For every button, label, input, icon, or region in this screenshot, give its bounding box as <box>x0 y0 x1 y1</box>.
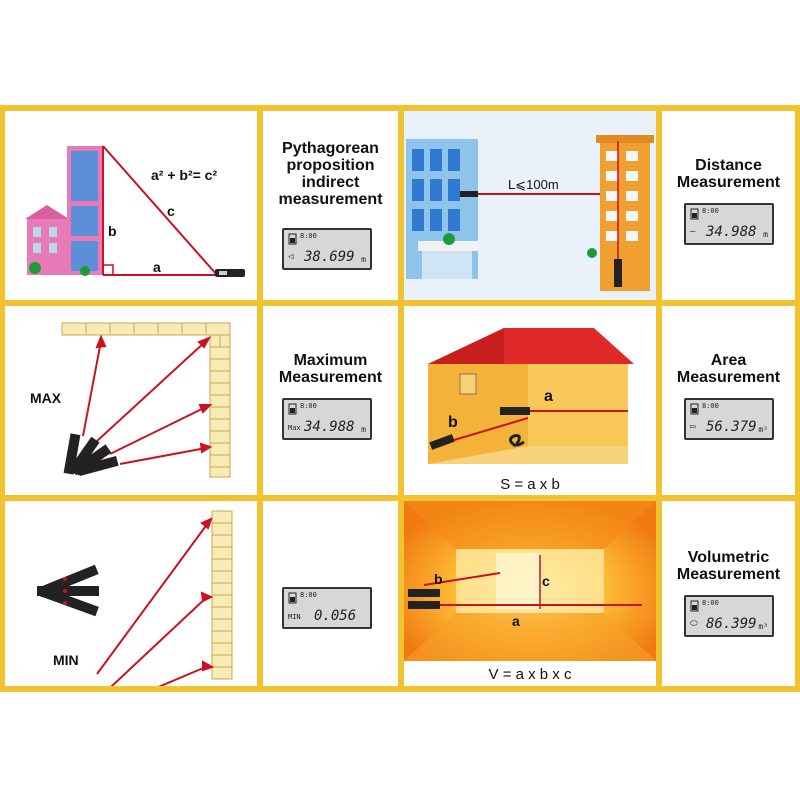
formula-label: S = a x b <box>500 476 560 493</box>
min-label: MIN <box>53 652 79 668</box>
battery-icon <box>288 592 297 604</box>
title-line-1: Distance <box>695 157 762 174</box>
lcd-value: 56.379 <box>706 419 757 435</box>
lcd-display: 8:00 — 34.988 m <box>684 203 774 245</box>
area-info: Area Measurement 8:00 ▭ 56.379 m² <box>662 306 795 495</box>
side-label-a: a <box>512 613 520 629</box>
title-line-2: proposition <box>286 157 375 174</box>
lcd-value: 86.399 <box>706 616 757 632</box>
lcd-unit: m <box>763 230 768 239</box>
battery-icon <box>690 403 699 415</box>
maximum-drawing <box>61 322 231 478</box>
lcd-mode: ▭ <box>690 422 696 432</box>
distance-drawing <box>404 111 656 300</box>
lcd-time: 8:00 <box>702 207 719 215</box>
area-drawing <box>428 328 634 464</box>
title-line-2: Measurement <box>278 369 383 386</box>
lcd-display: 8:00 ▭ 56.379 m² <box>684 398 774 440</box>
battery-icon <box>288 403 297 415</box>
range-label: L⩽100m <box>508 177 559 192</box>
side-label-b: b <box>108 223 117 239</box>
lcd-unit: m² <box>758 425 768 434</box>
title-line-2: Measurement <box>676 566 781 583</box>
lcd-value: 38.699 <box>304 249 355 265</box>
side-label-a: a <box>153 259 161 275</box>
title-line-4: measurement <box>278 191 383 208</box>
lcd-value: 34.988 <box>304 419 355 435</box>
minimum-drawing <box>37 510 233 686</box>
battery-icon <box>690 208 699 220</box>
minimum-illustration: MIN <box>5 501 257 686</box>
lcd-time: 8:00 <box>300 402 317 410</box>
lcd-time: 8:00 <box>702 402 719 410</box>
battery-icon <box>288 233 297 245</box>
lcd-display: 8:00 ◁ 38.699 m <box>282 228 372 270</box>
title-line-3: indirect <box>301 174 360 191</box>
maximum-info: Maximum Measurement 8:00 Max 34.988 m <box>263 306 398 495</box>
lcd-time: 8:00 <box>300 232 317 240</box>
volumetric-illustration: b c a V = a x b x c <box>404 501 656 686</box>
volumetric-info: Volumetric Measurement 8:00 ⬭ 86.399 m³ <box>662 501 795 686</box>
volumetric-drawing <box>404 501 656 661</box>
lcd-display: 8:00 ⬭ 86.399 m³ <box>684 595 774 637</box>
side-label-b: b <box>448 414 458 431</box>
title-line-1: Volumetric <box>687 549 770 566</box>
distance-illustration: L⩽100m <box>404 111 656 300</box>
lcd-mode: MIN <box>288 613 301 621</box>
side-label-c: c <box>542 573 550 589</box>
title-line-1: Maximum <box>293 352 368 369</box>
lcd-mode: Max <box>288 424 301 432</box>
lcd-value: 0.056 <box>314 608 357 624</box>
max-label: MAX <box>30 390 62 406</box>
side-label-c: c <box>167 203 175 219</box>
lcd-unit: m <box>361 425 366 434</box>
pythagorean-drawing <box>25 145 245 277</box>
title-line-1: Pythagorean <box>282 140 379 157</box>
distance-info: Distance Measurement 8:00 — 34.988 m <box>662 111 795 300</box>
pythagorean-illustration: a² + b²= c² c b a <box>5 111 257 300</box>
lcd-time: 8:00 <box>300 591 317 599</box>
lcd-unit: m³ <box>758 622 768 631</box>
lcd-display: 8:00 MIN 0.056 <box>282 587 372 629</box>
formula-label: a² + b²= c² <box>151 167 218 183</box>
maximum-illustration: MAX <box>5 306 257 495</box>
side-label-a: a <box>544 388 553 405</box>
formula-label: V = a x b x c <box>488 666 572 683</box>
lcd-time: 8:00 <box>702 599 719 607</box>
minimum-info: 8:00 MIN 0.056 <box>263 501 398 686</box>
title-line-1: Area <box>710 352 747 369</box>
lcd-unit: m <box>361 255 366 264</box>
side-label-b: b <box>434 571 443 587</box>
pythagorean-info: Pythagorean proposition indirect measure… <box>263 111 398 300</box>
feature-grid: a² + b²= c² c b a Pythagorean propositio… <box>0 105 800 692</box>
area-illustration: a b S = a x b <box>404 306 656 495</box>
lcd-value: 34.988 <box>706 224 757 240</box>
lcd-mode: ◁ <box>288 252 294 262</box>
battery-icon <box>690 600 699 612</box>
lcd-mode: — <box>690 227 696 237</box>
title-line-2: Measurement <box>676 369 781 386</box>
lcd-mode: ⬭ <box>690 619 698 629</box>
title-line-2: Measurement <box>676 174 781 191</box>
lcd-display: 8:00 Max 34.988 m <box>282 398 372 440</box>
